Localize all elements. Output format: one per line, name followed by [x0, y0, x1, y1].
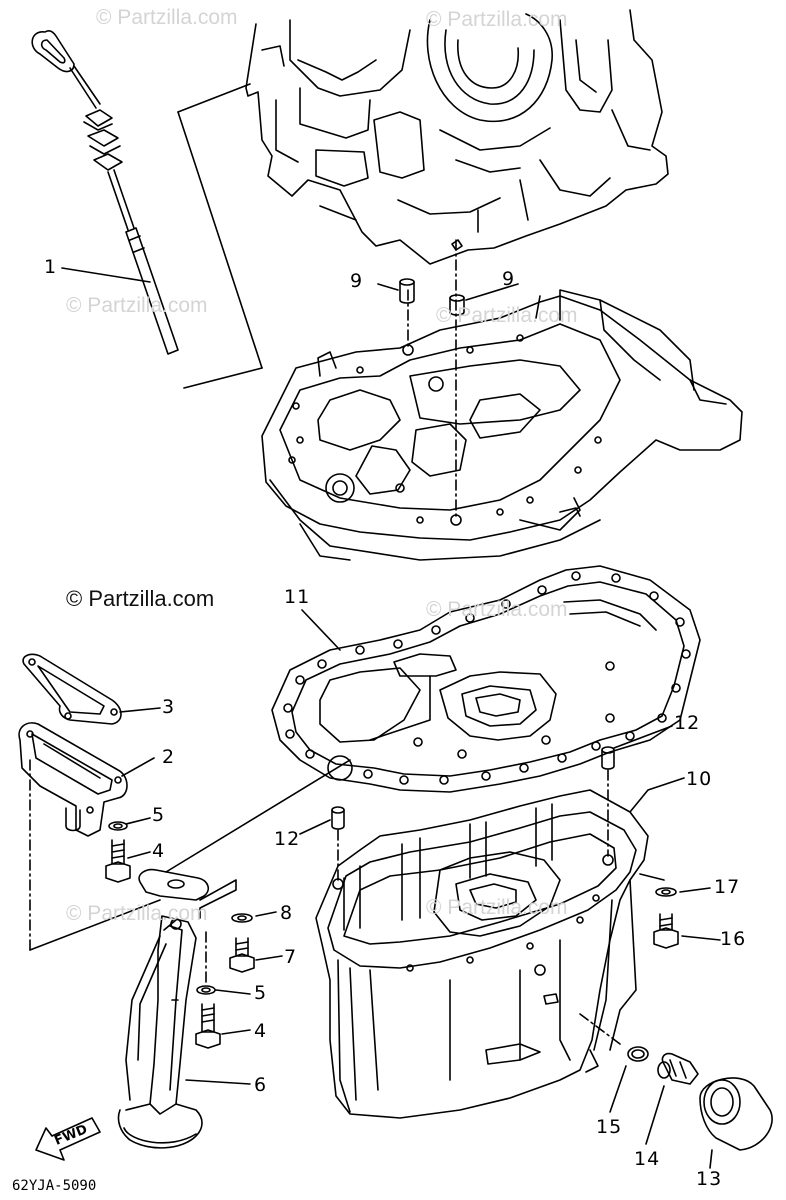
o-ring-part-15[interactable] — [627, 1046, 649, 1062]
callout-9-right[interactable]: 9 — [502, 268, 516, 290]
bolt-part-4-upper[interactable] — [105, 839, 131, 883]
strainer-housing-part-2[interactable] — [18, 722, 128, 837]
watermark-top-right: © Partzilla.com — [426, 8, 568, 31]
watermark-low-left: © Partzilla.com — [66, 902, 208, 925]
callout-10[interactable]: 10 — [686, 768, 713, 790]
drain-leader — [579, 1013, 621, 1045]
washer-part-5-lower[interactable] — [196, 985, 216, 995]
gasket-part-3[interactable] — [22, 653, 122, 725]
dowel-pin-part-12-left[interactable] — [331, 806, 345, 830]
callout-1[interactable]: 1 — [44, 256, 58, 278]
exhaust-guide-plate[interactable] — [261, 289, 743, 561]
bolt-part-16[interactable] — [653, 913, 679, 949]
dipstick-part-1[interactable] — [31, 30, 179, 355]
callout-leader-lines — [61, 267, 721, 1169]
dowel-hole-mark — [451, 239, 463, 251]
drain-cap-part-13[interactable] — [699, 1077, 773, 1151]
callout-5-upper[interactable]: 5 — [152, 804, 166, 826]
callout-15[interactable]: 15 — [596, 1116, 623, 1138]
diagram-code: 62YJA-5090 — [12, 1178, 97, 1194]
dowel-pin-part-12-right[interactable] — [601, 746, 615, 770]
washer-part-17[interactable] — [655, 887, 677, 897]
dowel-pin-part-9-right[interactable] — [449, 294, 465, 316]
leader-lines-left — [29, 879, 237, 951]
watermark-mid-right: © Partzilla.com — [436, 304, 578, 327]
oil-pan-part-10[interactable] — [315, 789, 649, 1119]
callout-5-lower[interactable]: 5 — [254, 982, 268, 1004]
callout-16[interactable]: 16 — [720, 928, 747, 950]
washer-part-8[interactable] — [231, 913, 253, 923]
bolt-part-7[interactable] — [229, 937, 255, 973]
dowel-pin-part-9-left[interactable] — [399, 278, 415, 304]
fwd-arrow-icon — [35, 1117, 101, 1161]
oil-strainer-part-6[interactable] — [117, 868, 210, 1149]
callout-3[interactable]: 3 — [162, 696, 176, 718]
bolt-part-4-lower[interactable] — [195, 1003, 221, 1049]
dashed-leaders-dowels — [407, 239, 457, 521]
callout-9-left[interactable]: 9 — [350, 270, 364, 292]
callout-4-lower[interactable]: 4 — [254, 1020, 268, 1042]
dashed-leaders-left — [29, 759, 207, 983]
callout-17[interactable]: 17 — [714, 876, 741, 898]
watermark-top: © Partzilla.com — [96, 6, 238, 29]
callout-14[interactable]: 14 — [634, 1148, 661, 1170]
gasket-part-11[interactable] — [271, 565, 701, 793]
washer-part-5-upper[interactable] — [108, 821, 128, 831]
engine-block-upper[interactable] — [245, 9, 669, 265]
callout-6[interactable]: 6 — [254, 1074, 268, 1096]
dashed-leaders-12 — [337, 769, 609, 881]
watermark-center: © Partzilla.com — [426, 598, 568, 621]
callout-4-upper[interactable]: 4 — [152, 840, 166, 862]
leader-right-17 — [639, 873, 665, 881]
callout-11[interactable]: 11 — [284, 586, 311, 608]
watermark-main: © Partzilla.com — [66, 586, 215, 611]
callout-13[interactable]: 13 — [696, 1168, 723, 1190]
callout-2[interactable]: 2 — [162, 746, 176, 768]
watermark-low-right: © Partzilla.com — [426, 896, 568, 919]
leader-bracket-part-1 — [177, 83, 263, 389]
callout-12-right[interactable]: 12 — [674, 712, 701, 734]
callout-12-left[interactable]: 12 — [274, 828, 301, 850]
callout-8[interactable]: 8 — [280, 902, 294, 924]
watermark-mid-left: © Partzilla.com — [66, 294, 208, 317]
callout-7[interactable]: 7 — [284, 946, 298, 968]
drain-plug-part-14[interactable] — [657, 1052, 699, 1085]
